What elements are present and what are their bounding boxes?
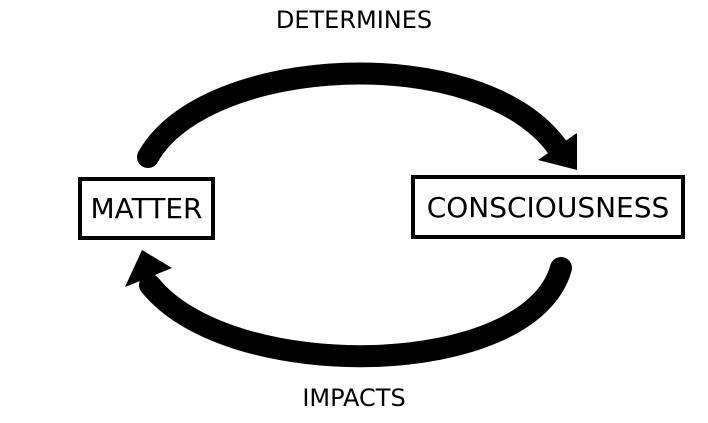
arrow-impacts-head xyxy=(125,250,172,287)
arrow-impacts-arc xyxy=(139,257,572,368)
node-matter: MATTER xyxy=(78,177,215,240)
edge-label-impacts: IMPACTS xyxy=(302,384,406,412)
node-consciousness: CONSCIOUSNESS xyxy=(411,175,685,239)
arrow-determines-head xyxy=(538,133,577,170)
arrow-determines-arc xyxy=(137,62,569,168)
edge-label-determines: DETERMINES xyxy=(275,6,433,34)
